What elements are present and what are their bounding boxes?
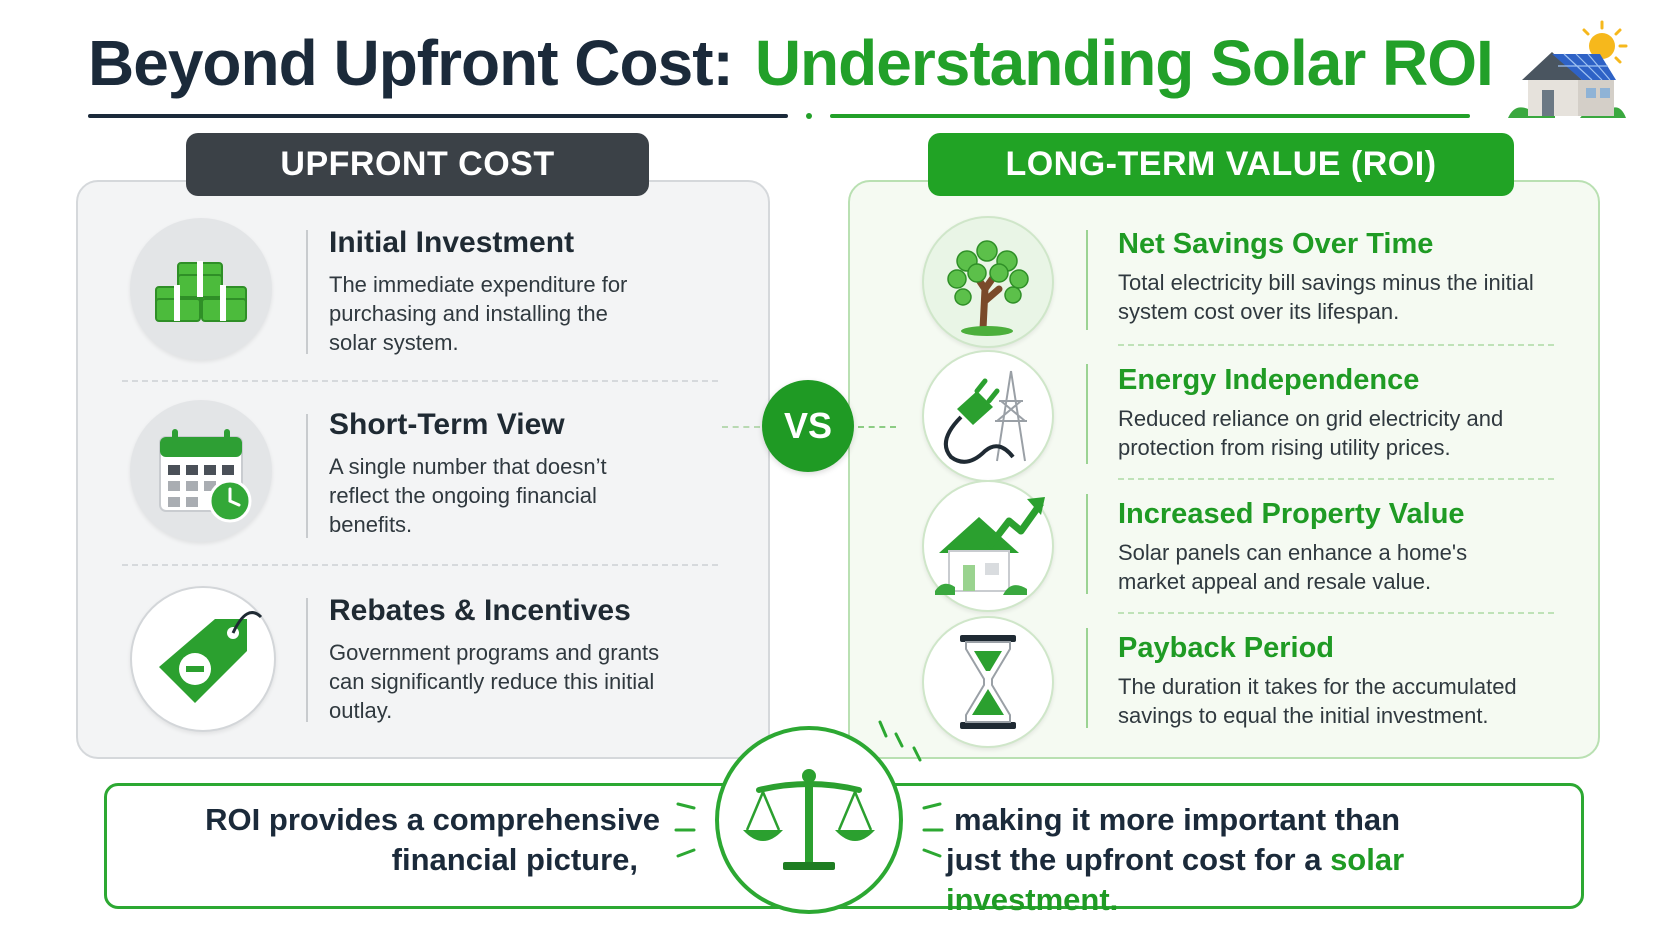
item-title: Net Savings Over Time xyxy=(1118,228,1434,260)
item-title: Short-Term View xyxy=(329,408,565,441)
conclusion-right-text: making it more important than just the u… xyxy=(946,800,1566,920)
conclusion-right-line-1: making it more important than xyxy=(954,802,1401,837)
item-title: Rebates & Incentives xyxy=(329,594,631,627)
conclusion-left-line-2: financial picture, xyxy=(391,842,638,877)
hourglass-icon xyxy=(922,616,1054,748)
title-underline-dot xyxy=(806,113,812,119)
item-title: Initial Investment xyxy=(329,226,575,259)
long-term-value-header: LONG-TERM VALUE (ROI) xyxy=(928,133,1514,196)
balance-scale-icon xyxy=(715,726,903,914)
vs-connector-right xyxy=(858,426,896,428)
burst-marks-left xyxy=(672,790,712,870)
divider xyxy=(306,230,308,354)
title-part-2: Understanding Solar ROI xyxy=(754,27,1494,99)
plug-tower-icon xyxy=(922,350,1054,482)
item-description: The duration it takes for the accumulate… xyxy=(1118,674,1517,728)
divider xyxy=(1086,628,1088,728)
divider xyxy=(1086,494,1088,594)
item-description: A single number that doesn’t reflect the… xyxy=(329,454,607,537)
conclusion-highlight: solar investment. xyxy=(946,842,1405,917)
conclusion-right-line-2a: just the upfront cost for a xyxy=(946,842,1322,877)
solar-house-icon xyxy=(1500,18,1630,122)
item-description: Government programs and grants can signi… xyxy=(329,640,660,723)
title-part-1: Beyond Upfront Cost: xyxy=(88,27,734,99)
separator xyxy=(1118,344,1554,346)
separator xyxy=(1118,478,1554,480)
item-description: The immediate expenditure for purchasing… xyxy=(329,272,628,355)
calendar-clock-icon xyxy=(130,400,272,542)
separator xyxy=(122,564,718,566)
item-description: Total electricity bill savings minus the… xyxy=(1118,270,1534,324)
title-underline-green xyxy=(830,114,1470,118)
divider xyxy=(1086,364,1088,464)
page-title: Beyond Upfront Cost: Understanding Solar… xyxy=(88,18,1508,108)
vs-badge: VS xyxy=(762,380,854,472)
divider xyxy=(306,414,308,538)
item-description: Solar panels can enhance a home's market… xyxy=(1118,540,1468,594)
house-growth-icon xyxy=(922,480,1054,612)
divider xyxy=(1086,230,1088,330)
title-underline-dark xyxy=(88,114,788,118)
item-description: Reduced reliance on grid electricity and… xyxy=(1118,406,1504,460)
conclusion-left-text: ROI provides a comprehensive financial p… xyxy=(150,800,660,880)
money-stack-icon xyxy=(130,218,272,360)
item-title: Increased Property Value xyxy=(1118,498,1465,530)
vs-connector-left xyxy=(722,426,760,428)
money-tree-icon xyxy=(922,216,1054,348)
item-title: Energy Independence xyxy=(1118,364,1420,396)
burst-marks-right xyxy=(906,790,946,870)
item-title: Payback Period xyxy=(1118,632,1334,664)
separator xyxy=(1118,612,1554,614)
discount-tag-icon xyxy=(130,586,276,732)
conclusion-left-line-1: ROI provides a comprehensive xyxy=(205,802,660,837)
divider xyxy=(306,598,308,722)
separator xyxy=(122,380,718,382)
burst-marks-top xyxy=(870,714,930,770)
upfront-cost-header: UPFRONT COST xyxy=(186,133,649,196)
